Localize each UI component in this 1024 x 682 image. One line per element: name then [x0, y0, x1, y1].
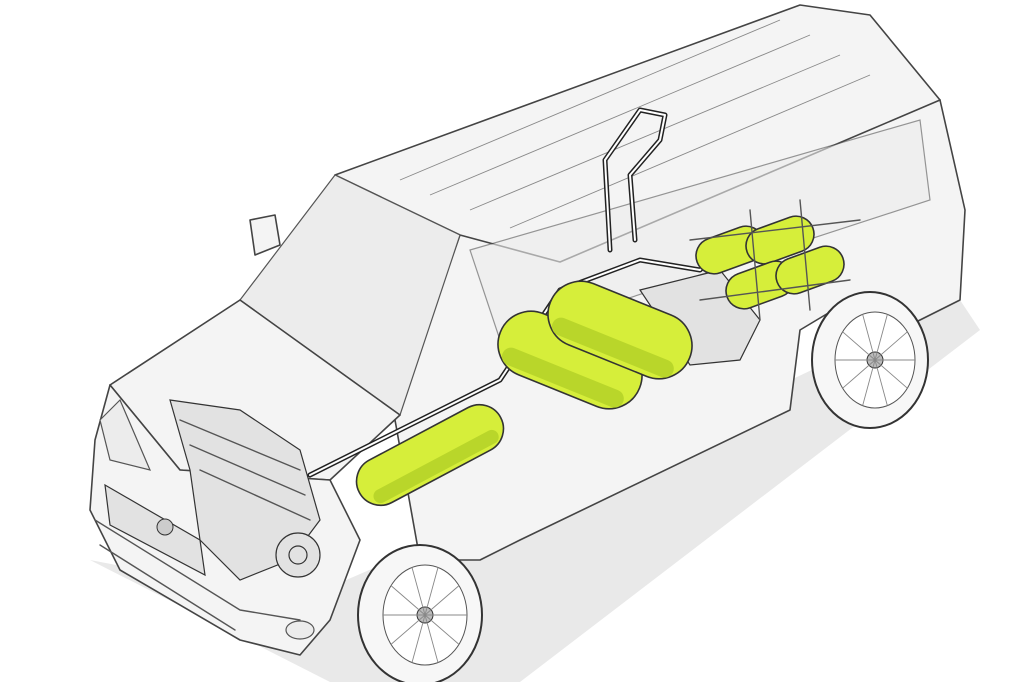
wheel-spoke — [424, 567, 439, 616]
wheel-spoke — [424, 585, 460, 616]
wheel-spoke — [424, 614, 439, 663]
logo-badge — [156, 518, 174, 536]
wheel-spoke — [411, 614, 426, 663]
front-wheel — [357, 544, 483, 682]
wheel-spoke — [874, 314, 888, 361]
wheel-spoke — [874, 359, 888, 406]
wheel-spoke — [862, 314, 876, 361]
wheel-spoke — [424, 614, 460, 645]
wheel-spoke — [842, 359, 876, 389]
cng-tanks-rear — [689, 199, 861, 321]
cng-tank-middle-right — [547, 280, 693, 380]
fog-light — [285, 620, 315, 640]
engine — [169, 399, 321, 581]
wheel-spoke — [411, 567, 426, 616]
wheel-spokes — [383, 314, 915, 663]
wheel-spoke — [390, 585, 426, 616]
wheel-spoke — [842, 331, 876, 361]
wheel-spoke — [390, 614, 426, 645]
bumper — [94, 519, 301, 631]
wheel-spoke — [862, 359, 876, 406]
headlight — [99, 398, 152, 471]
roof-ribs — [399, 19, 871, 229]
wheel-spoke — [874, 331, 908, 361]
side-mirror — [249, 214, 281, 256]
wheel-spoke — [874, 359, 908, 389]
cng-tank-front — [355, 403, 505, 507]
